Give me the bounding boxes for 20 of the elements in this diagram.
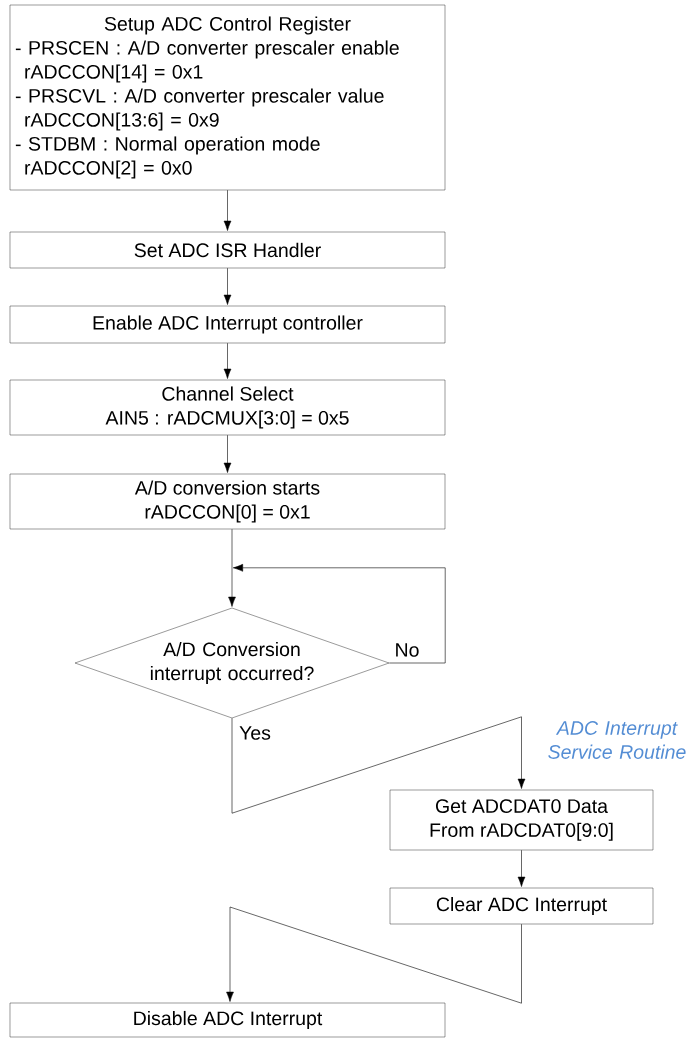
arrow: [223, 434, 232, 473]
process-box: Setup ADC Control Register - PRSCEN : A/D converter prescaler enable rADCCON[14] = 0x1 - PRSCVL : A/D converter prescaler value rADCCON[13:6] = 0x9 - STDBM : Normal operation mode rADCCON[2] = 0x0: [9, 4, 446, 191]
arrow: [231, 716, 526, 814]
process-box: A/D conversion starts rADCCON[0] = 0x1: [9, 473, 446, 530]
edge-label: Yes: [238, 725, 272, 741]
arrow: [223, 342, 232, 379]
arrow: [233, 564, 446, 664]
arrow: [517, 849, 526, 887]
process-box: Get ADCDAT0 Data From rADCDAT0[9:0]: [389, 789, 654, 851]
process-box: Set ADC ISR Handler: [9, 231, 446, 269]
process-box: Enable ADC Interrupt controller: [9, 305, 446, 344]
process-box: Disable ADC Interrupt: [9, 1002, 446, 1038]
arrow: [223, 189, 232, 231]
process-box: Channel Select AIN5 : rADCMUX[3:0] = 0x5: [9, 379, 446, 436]
process-box: Clear ADC Interrupt: [389, 887, 654, 925]
arrow: [226, 906, 522, 1004]
annotation: ADC Interrupt Service Routine: [548, 721, 686, 759]
arrow: [223, 267, 232, 305]
arrow: [228, 528, 236, 607]
edge-label: No: [393, 642, 421, 658]
